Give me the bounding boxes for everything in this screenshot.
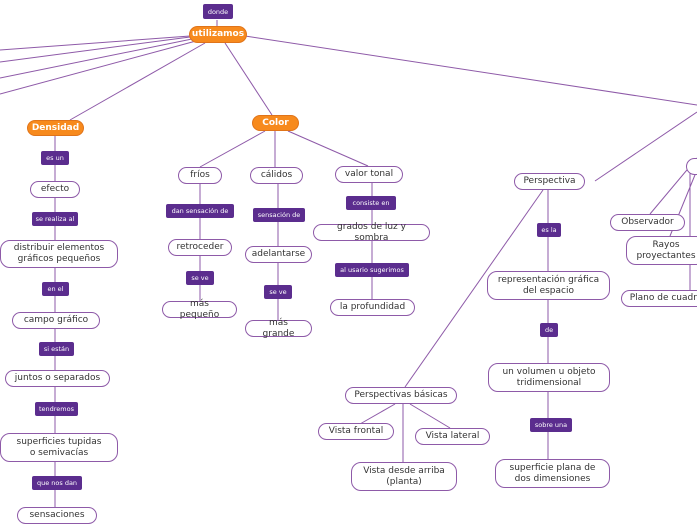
node-color[interactable]: Color (252, 115, 299, 131)
node-mas-grande[interactable]: más grande (245, 318, 312, 339)
link-label-es-la: es la (537, 223, 561, 237)
link-label-sobre-una: sobre una (530, 418, 572, 432)
node-retroceder[interactable]: retroceder (168, 239, 232, 256)
node-juntos-o-separados[interactable]: juntos o separados (5, 370, 110, 387)
node-campo-grafico[interactable]: campo gráfico (12, 312, 100, 329)
node-la-profundidad[interactable]: la profundidad (330, 299, 415, 316)
link-label-se-realiza-al: se realiza al (32, 212, 78, 226)
node-valor-tonal[interactable]: valor tonal (335, 166, 403, 183)
node-adelantarse[interactable]: adelantarse (245, 246, 312, 263)
link-label-de: de (540, 323, 558, 337)
link-label-en-el: en el (42, 282, 69, 296)
node-representacion-grafica[interactable]: representación gráfica del espacio (487, 271, 610, 300)
link-label-se-ve-frios: se ve (186, 271, 214, 285)
link-label-tendremos: tendremos (35, 402, 78, 416)
node-frios[interactable]: fríos (178, 167, 222, 184)
node-rayos-proyectantes[interactable]: Rayos proyectantes (626, 236, 697, 265)
node-superficie-plana[interactable]: superficie plana de dos dimensiones (495, 459, 610, 488)
node-efecto[interactable]: efecto (30, 181, 80, 198)
node-vista-frontal[interactable]: Vista frontal (318, 423, 394, 440)
node-observador[interactable]: Observador (610, 214, 685, 231)
link-label-si-estan: si están (39, 342, 74, 356)
node-superficies-tupidas[interactable]: superficies tupidas o semivacías (0, 433, 118, 462)
link-label-al-usario-sugerimos: al usario sugerimos (335, 263, 409, 277)
node-densidad[interactable]: Densidad (27, 120, 84, 136)
node-volumen-tridimensional[interactable]: un volumen u objeto tridimensional (488, 363, 610, 392)
node-perspectiva[interactable]: Perspectiva (514, 173, 585, 190)
link-label-se-ve-calidos: se ve (264, 285, 292, 299)
node-distribuir-elementos[interactable]: distribuir elementos gráficos pequeños (0, 240, 118, 268)
link-label-donde: donde (203, 4, 233, 19)
link-label-consiste-en: consiste en (346, 196, 396, 210)
node-vista-desde-arriba[interactable]: Vista desde arriba (planta) (351, 462, 457, 491)
root-node-utilizamos[interactable]: utilizamos (189, 26, 247, 43)
link-label-que-nos-dan: que nos dan (32, 476, 82, 490)
link-label-dan-sensacion-de: dan sensación de (166, 204, 234, 218)
node-perspectivas-basicas[interactable]: Perspectivas básicas (345, 387, 457, 404)
node-sensaciones[interactable]: sensaciones (17, 507, 97, 524)
link-label-es-un: es un (41, 151, 69, 165)
node-vista-lateral[interactable]: Vista lateral (415, 428, 490, 445)
node-grados-de-luz[interactable]: grados de luz y sombra (313, 222, 430, 243)
node-plano-de-cuadro[interactable]: Plano de cuadro (621, 290, 697, 307)
node-calidos[interactable]: cálidos (250, 167, 303, 184)
link-label-sensacion-de: sensación de (253, 208, 305, 222)
node-offscreen-right[interactable] (686, 158, 697, 175)
node-mas-pequeno[interactable]: más pequeño (162, 299, 237, 320)
